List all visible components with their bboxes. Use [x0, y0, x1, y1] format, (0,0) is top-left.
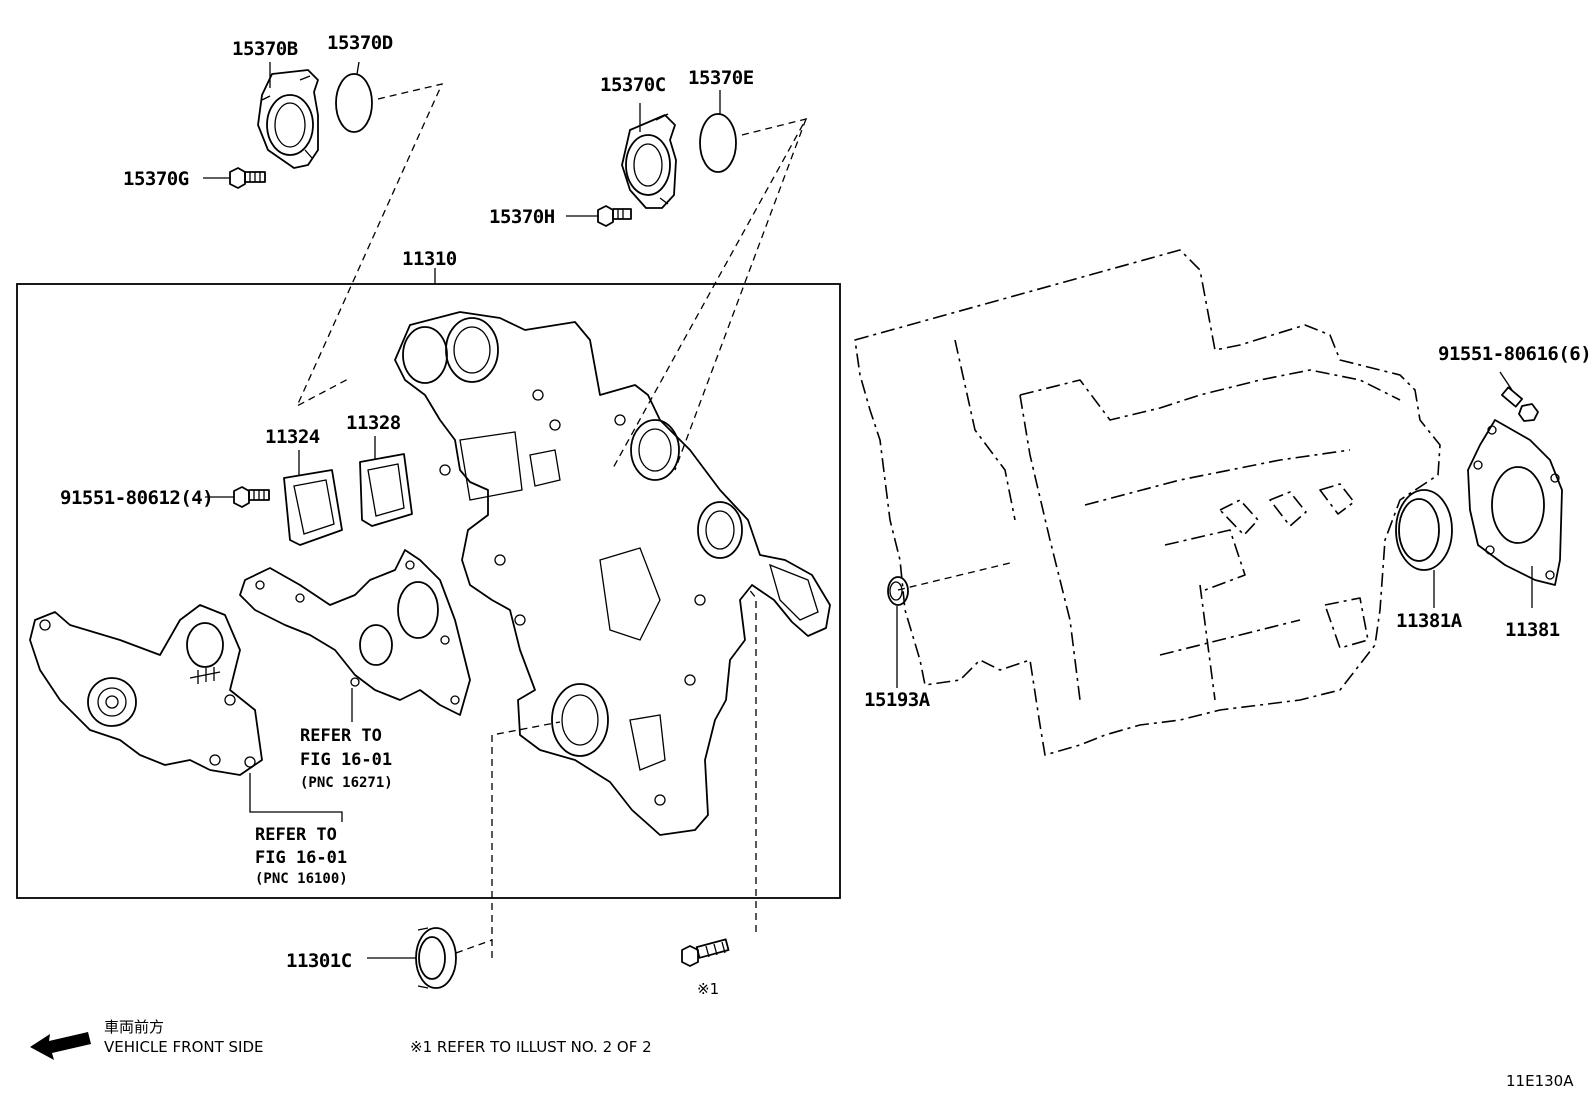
timing-chain-cover-11310 [394, 311, 831, 836]
refer1-line2: FIG 16-01 [300, 750, 392, 770]
bolt-91551-80612 [233, 486, 270, 508]
label-11310: 11310 [402, 248, 457, 270]
o-ring-15370E [699, 113, 737, 173]
oil-seal-15193A [887, 576, 909, 606]
illustration-reference-note: ※1 REFER TO ILLUST NO. 2 OF 2 [410, 1038, 652, 1056]
label-11301C: 11301C [286, 950, 352, 972]
bolt-15370H [597, 205, 632, 227]
assembly-box-11310 [16, 283, 841, 899]
label-15370D: 15370D [327, 32, 393, 54]
water-pump-gasket [239, 549, 471, 716]
bolt-mark-1 [681, 938, 730, 967]
label-15370B: 15370B [232, 38, 298, 60]
oil-seal-11381A [1395, 489, 1453, 571]
label-15193A: 15193A [864, 689, 931, 711]
oil-seal-retainer-11381 [1467, 419, 1563, 586]
label-11328: 11328 [346, 412, 401, 434]
label-91551-80612: 91551-80612(4) [60, 487, 213, 509]
camshaft-bearing-cap-15370B [257, 69, 319, 169]
bolt-15370G [229, 167, 266, 189]
refer2-line1: REFER TO [255, 825, 337, 845]
label-15370G: 15370G [123, 168, 189, 190]
label-15370E: 15370E [688, 67, 754, 89]
front-side-japanese: 車両前方 [104, 1018, 164, 1036]
gasket-11328 [359, 453, 413, 527]
refer2-line3: (PNC 16100) [255, 871, 348, 887]
mark-1-label: ※1 [697, 980, 719, 998]
cover-11324 [283, 469, 343, 546]
dashed-guide-lines [295, 83, 1011, 958]
oil-seal-11301C [415, 927, 457, 989]
label-91551-80616: 91551-80616(6) [1438, 343, 1591, 365]
o-ring-15370D [335, 73, 373, 133]
bolt-91551-80616 [1500, 386, 1539, 422]
label-11381A: 11381A [1396, 610, 1463, 632]
label-11324: 11324 [265, 426, 320, 448]
label-15370H: 15370H [489, 206, 555, 228]
label-11381: 11381 [1505, 619, 1560, 641]
engine-block-phantom [854, 249, 1441, 756]
refer1-line1: REFER TO [300, 726, 382, 746]
water-pump [29, 604, 263, 776]
illustration-code: 11E130A [1506, 1072, 1574, 1090]
label-15370C: 15370C [600, 74, 666, 96]
refer1-line3: (PNC 16271) [300, 775, 393, 791]
refer2-line2: FIG 16-01 [255, 848, 347, 868]
camshaft-bearing-cap-15370C [621, 113, 677, 209]
arrow-left-icon [30, 1032, 91, 1060]
front-side-english: VEHICLE FRONT SIDE [104, 1038, 264, 1056]
